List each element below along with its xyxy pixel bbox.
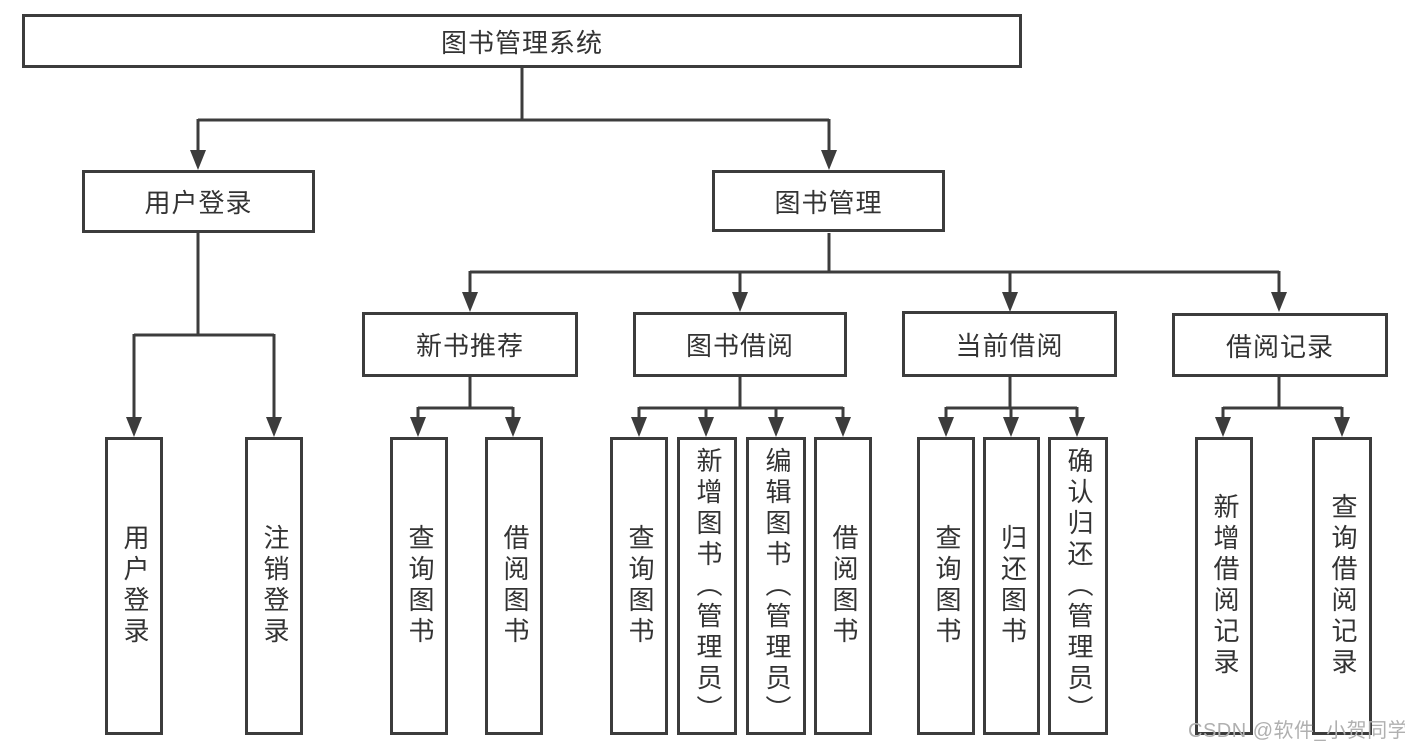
node-borrow-records: 借阅记录 xyxy=(1172,313,1388,377)
node-book-borrow: 图书借阅 xyxy=(633,312,847,377)
arrow-down-icon xyxy=(126,417,142,437)
node-user-login-label: 用户登录 xyxy=(144,188,253,218)
leaf-add-book-admin: 新增图书（管理员） xyxy=(677,437,737,735)
node-book-management: 图书管理 xyxy=(712,170,945,232)
leaf-logout: 注销登录 xyxy=(245,437,303,735)
leaf-recommend-borrow-book: 借阅图书 xyxy=(485,437,543,735)
arrow-down-icon xyxy=(631,417,647,437)
leaf-add-borrow-record: 新增借阅记录 xyxy=(1195,437,1253,735)
node-book-borrow-label: 图书借阅 xyxy=(685,331,794,361)
arrow-down-icon xyxy=(1069,417,1085,437)
leaf-add-book-admin-label: 新增图书（管理员） xyxy=(692,446,723,726)
arrow-down-icon xyxy=(1215,417,1231,437)
leaf-borrow-book: 借阅图书 xyxy=(814,437,872,735)
arrow-down-icon xyxy=(1003,417,1019,437)
node-current-borrow-label: 当前借阅 xyxy=(955,330,1064,361)
leaf-recommend-query-book-label: 查询图书 xyxy=(404,524,435,648)
root-node-library-system: 图书管理系统 xyxy=(22,14,1022,68)
leaf-edit-book-admin: 编辑图书（管理员） xyxy=(746,437,806,735)
arrow-down-icon xyxy=(732,292,748,312)
arrowheads xyxy=(126,150,1350,437)
root-node-label: 图书管理系统 xyxy=(440,27,603,58)
arrow-down-icon xyxy=(410,417,426,437)
arrow-down-icon xyxy=(1271,292,1287,312)
leaf-edit-book-admin-label: 编辑图书（管理员） xyxy=(761,446,792,726)
leaf-borrow-book-label: 借阅图书 xyxy=(828,524,859,648)
leaf-query-borrow-record-label: 查询借阅记录 xyxy=(1327,493,1358,679)
node-user-login: 用户登录 xyxy=(82,170,315,233)
leaf-add-borrow-record-label: 新增借阅记录 xyxy=(1209,493,1240,679)
leaf-logout-label: 注销登录 xyxy=(259,524,290,648)
node-current-borrow: 当前借阅 xyxy=(902,311,1117,377)
leaf-confirm-return-admin-label: 确认归还（管理员） xyxy=(1063,446,1094,726)
leaf-current-query-book-label: 查询图书 xyxy=(931,524,962,648)
arrow-down-icon xyxy=(505,417,521,437)
arrow-down-icon xyxy=(190,150,206,170)
leaf-confirm-return-admin: 确认归还（管理员） xyxy=(1048,437,1108,735)
arrow-down-icon xyxy=(462,292,478,312)
leaf-borrow-query-book: 查询图书 xyxy=(610,437,668,735)
arrow-down-icon xyxy=(1334,417,1350,437)
arrow-down-icon xyxy=(768,417,784,437)
leaf-query-borrow-record: 查询借阅记录 xyxy=(1312,437,1372,735)
leaf-user-login: 用户登录 xyxy=(105,437,163,735)
arrow-down-icon xyxy=(266,417,282,437)
leaf-borrow-query-book-label: 查询图书 xyxy=(624,524,655,648)
leaf-recommend-query-book: 查询图书 xyxy=(390,437,448,735)
node-book-management-label: 图书管理 xyxy=(774,187,883,218)
node-new-book-recommend-label: 新书推荐 xyxy=(415,331,524,361)
csdn-watermark: CSDN @软件_小贺同学 xyxy=(1188,720,1405,742)
arrow-down-icon xyxy=(821,150,837,170)
leaf-current-query-book: 查询图书 xyxy=(917,437,975,735)
leaf-user-login-label: 用户登录 xyxy=(119,524,150,648)
node-borrow-records-label: 借阅记录 xyxy=(1225,331,1334,362)
leaf-return-book: 归还图书 xyxy=(983,437,1040,735)
leaf-recommend-borrow-book-label: 借阅图书 xyxy=(499,524,530,648)
arrow-down-icon xyxy=(698,417,714,437)
leaf-return-book-label: 归还图书 xyxy=(997,524,1028,648)
arrow-down-icon xyxy=(1002,292,1018,312)
arrow-down-icon xyxy=(835,417,851,437)
arrow-down-icon xyxy=(938,417,954,437)
node-new-book-recommend: 新书推荐 xyxy=(362,312,578,377)
